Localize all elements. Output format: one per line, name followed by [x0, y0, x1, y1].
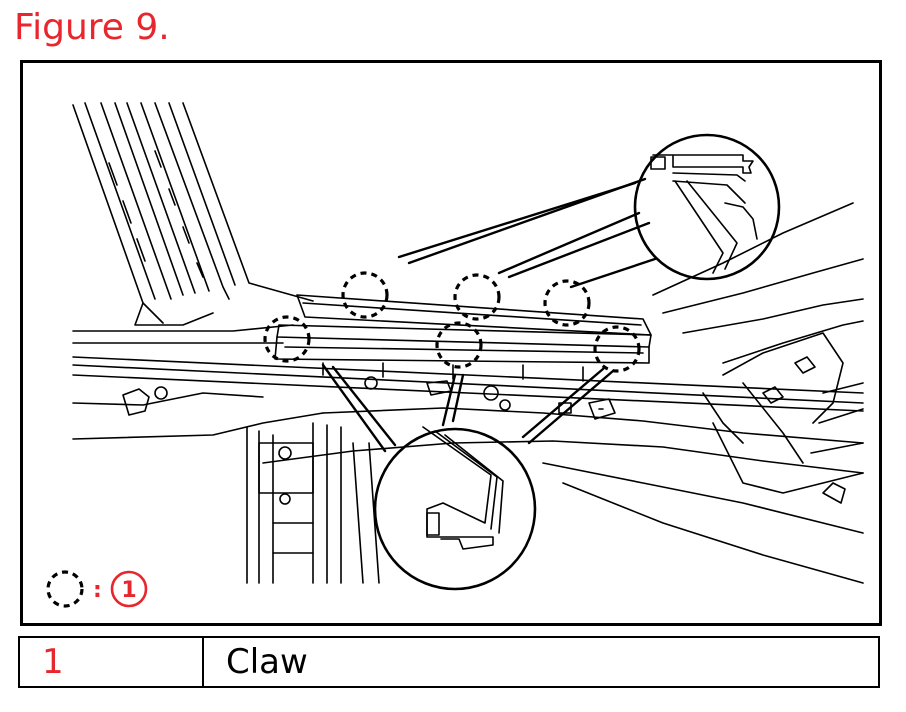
legend-table: 1 Claw — [18, 636, 880, 688]
technical-illustration: : 1 — [46, 102, 864, 608]
callout-number: 1 — [121, 578, 136, 603]
claw-marker — [543, 279, 591, 327]
legend-separator: : — [93, 578, 102, 603]
b-pillar — [246, 422, 380, 584]
diagram-frame: : 1 — [20, 60, 882, 626]
upper-leader-lines — [397, 177, 657, 289]
claw-marker — [453, 273, 501, 321]
legend-label: Claw — [202, 636, 880, 688]
claw-marker — [435, 321, 483, 369]
callout-number-circle — [110, 570, 148, 608]
a-pillar — [72, 102, 314, 326]
lower-leader-lines — [321, 363, 615, 453]
claw-markers — [263, 271, 641, 373]
roof-header-rail — [72, 324, 864, 584]
claw-marker — [593, 325, 641, 373]
right-body-structure — [652, 202, 864, 504]
figure-title: Figure 9. — [14, 7, 170, 48]
legend-row: 1 Claw — [18, 636, 880, 688]
legend-key: : 1 — [46, 570, 148, 608]
trim-panel — [274, 294, 652, 382]
claw-marker — [341, 271, 389, 319]
dashed-circle-symbol — [46, 570, 84, 608]
legend-number: 1 — [18, 636, 204, 688]
claw-detail-inset-upper — [633, 133, 781, 281]
claw-marker — [263, 315, 311, 363]
claw-detail-inset-lower — [373, 426, 537, 591]
